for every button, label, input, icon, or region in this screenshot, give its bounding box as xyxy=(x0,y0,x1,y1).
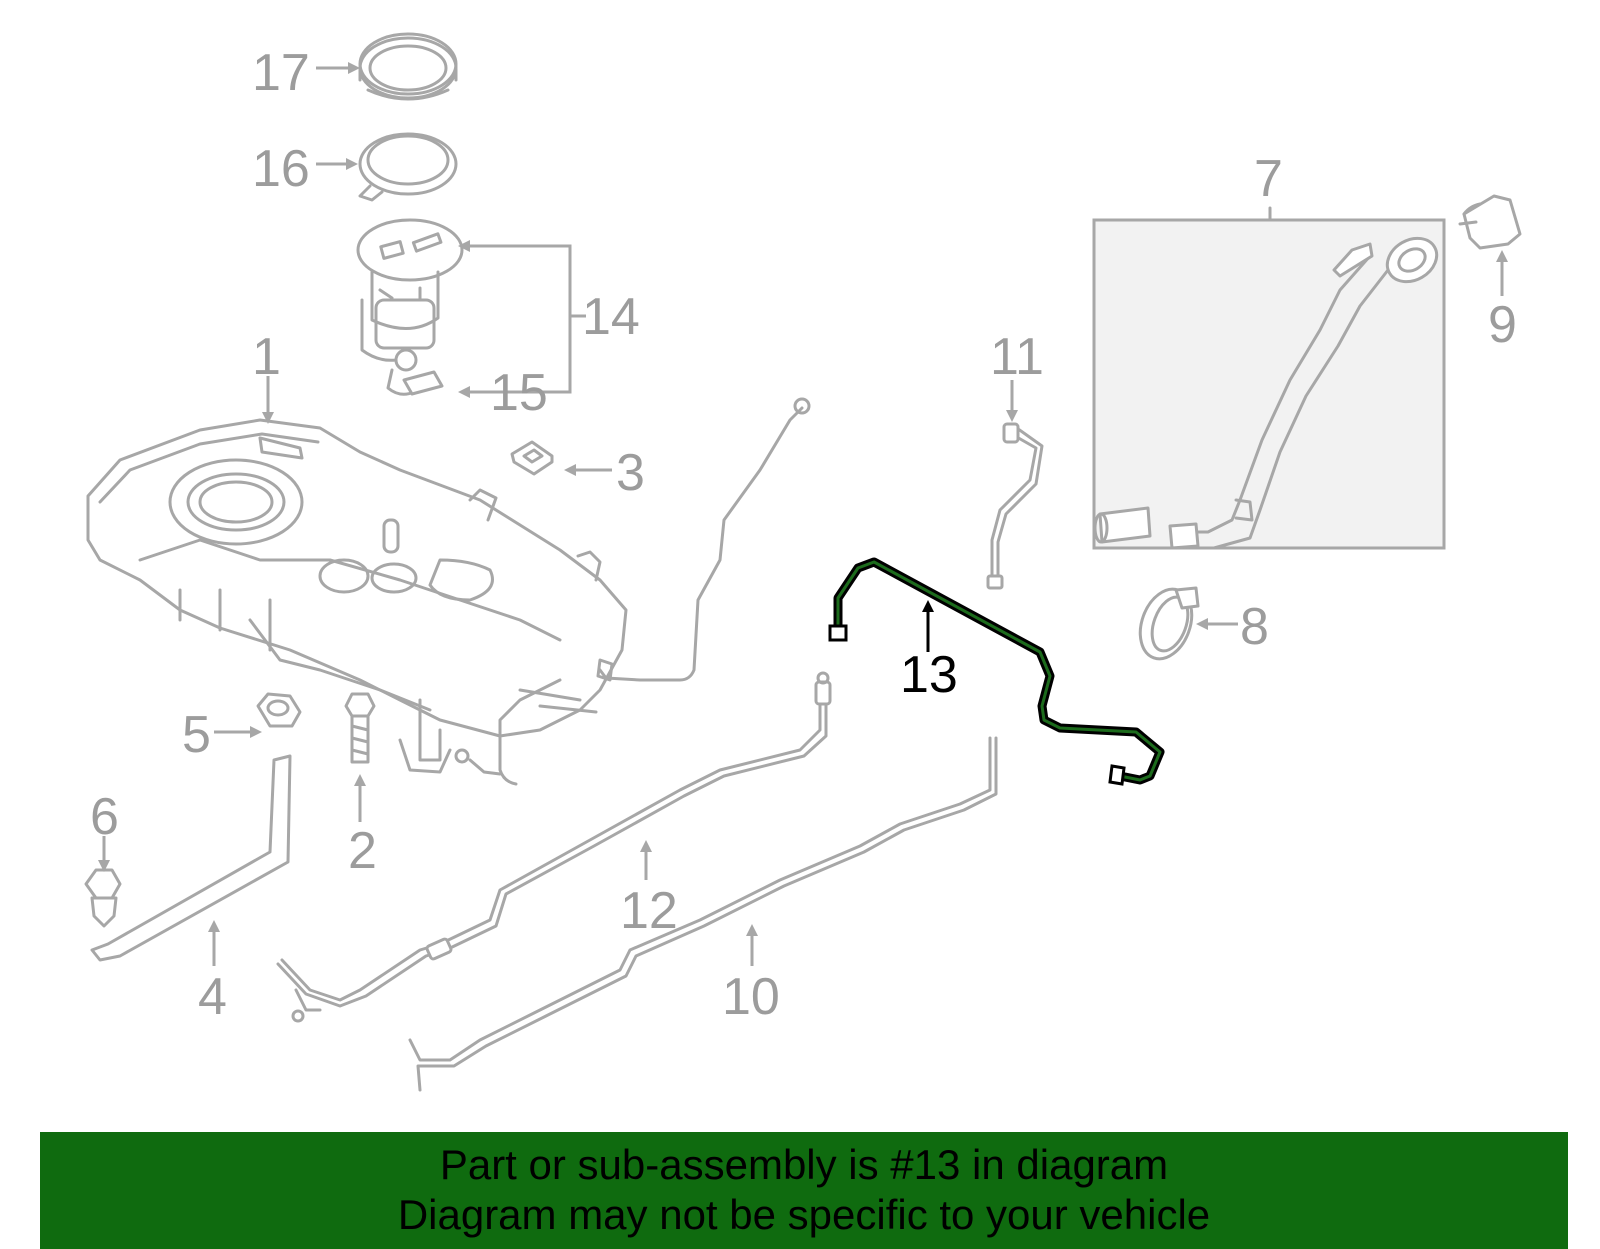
part-6-bolt[interactable] xyxy=(84,868,122,928)
callout-15: 15 xyxy=(490,364,548,422)
info-banner: Part or sub-assembly is #13 in diagram D… xyxy=(40,1132,1568,1249)
callout-12: 12 xyxy=(620,882,678,940)
callout-14: 14 xyxy=(582,288,640,346)
callout-3: 3 xyxy=(616,444,645,502)
callout-9: 9 xyxy=(1488,296,1517,354)
part-8-clamp[interactable] xyxy=(1131,582,1201,666)
callout-7: 7 xyxy=(1254,150,1283,208)
callout-8: 8 xyxy=(1240,598,1269,656)
part-4-strap[interactable] xyxy=(90,754,292,962)
part-3-clip[interactable] xyxy=(510,440,554,476)
callout-17: 17 xyxy=(252,44,310,102)
part-5-nut[interactable] xyxy=(256,692,302,728)
callout-16: 16 xyxy=(252,140,310,198)
callout-11: 11 xyxy=(990,328,1044,386)
callout-1: 1 xyxy=(252,328,281,386)
part-11-vent-line[interactable] xyxy=(986,422,1044,590)
part-1-fuel-tank[interactable] xyxy=(86,397,811,786)
banner-line-disclaimer: Diagram may not be specific to your vehi… xyxy=(397,1191,1211,1238)
banner-line-part-info: Part or sub-assembly is #13 in diagram xyxy=(439,1141,1169,1188)
callout-labels: 17 16 14 15 1 3 5 2 6 4 12 10 11 7 9 8 1… xyxy=(90,44,1517,1026)
part-14-fuel-pump[interactable] xyxy=(356,218,464,396)
callout-4: 4 xyxy=(198,968,227,1026)
part-10-fuel-line[interactable] xyxy=(408,736,998,1092)
part-12-fuel-line[interactable] xyxy=(276,671,832,1023)
callout-5: 5 xyxy=(182,706,211,764)
part-16-gasket[interactable] xyxy=(358,132,458,202)
part-13-highlighted-line[interactable] xyxy=(828,557,1165,786)
part-7-filler-neck-assembly[interactable] xyxy=(1092,206,1446,550)
part-9-fuel-cap[interactable] xyxy=(1458,194,1522,250)
callout-13: 13 xyxy=(900,646,958,704)
callout-6: 6 xyxy=(90,788,119,846)
part-2-bolt[interactable] xyxy=(344,692,376,764)
leader-lines xyxy=(98,62,1508,966)
callout-10: 10 xyxy=(722,968,780,1026)
callout-2: 2 xyxy=(348,822,377,880)
part-17-lock-ring[interactable] xyxy=(358,32,458,101)
part-15-level-sender[interactable] xyxy=(402,370,444,396)
